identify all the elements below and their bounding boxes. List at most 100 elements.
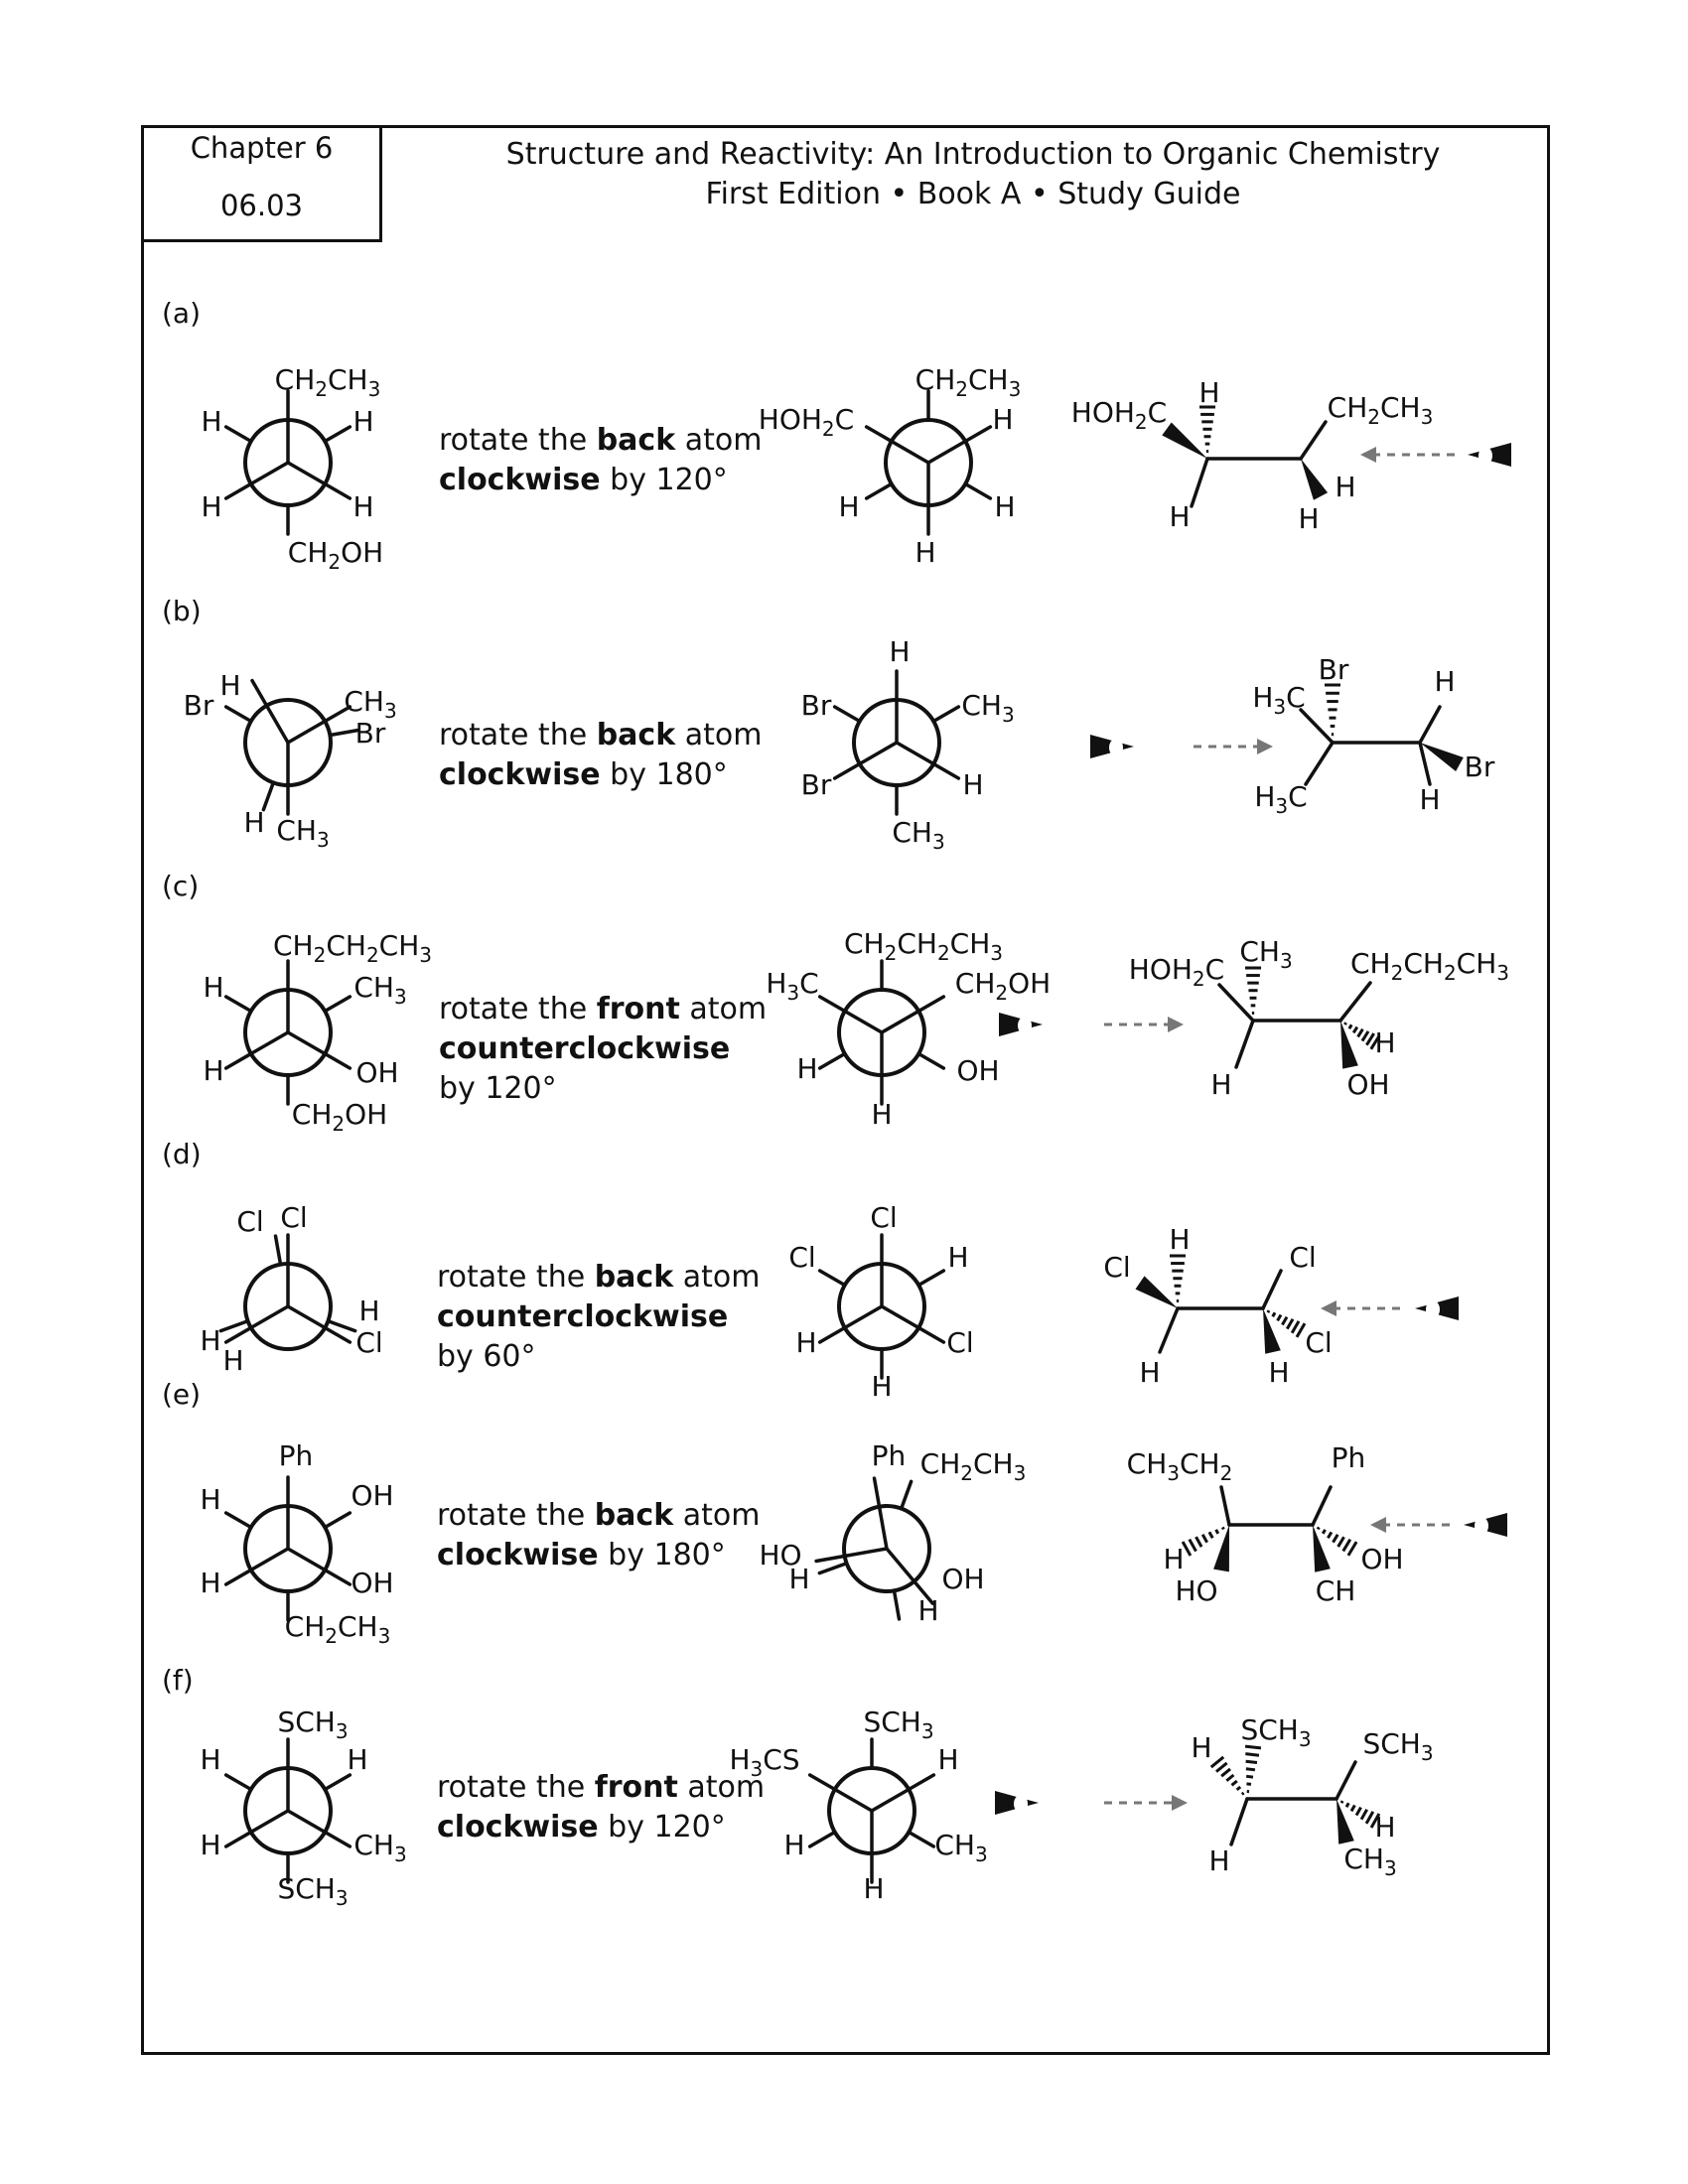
front-bond xyxy=(223,1304,290,1344)
front-bond xyxy=(223,1547,290,1586)
atom-label: H xyxy=(783,1829,804,1861)
front-bond xyxy=(286,1304,352,1344)
atom-label: H3C xyxy=(766,967,818,1005)
atom-label: H xyxy=(219,669,240,702)
arrow-head xyxy=(1257,739,1273,754)
wedge-bond xyxy=(1420,743,1464,772)
eye-icon xyxy=(1468,443,1511,467)
atom-label: H xyxy=(1434,665,1455,698)
front-bond xyxy=(250,678,290,745)
atom-label: Cl xyxy=(946,1326,973,1359)
atom-label: CH2CH3 xyxy=(285,1610,391,1648)
front-bond xyxy=(864,425,930,465)
instruction-line-2: clockwise by 180° xyxy=(437,1538,726,1572)
atom-label: Br xyxy=(355,717,386,750)
atom-label: H xyxy=(914,536,935,569)
back-bond xyxy=(963,481,993,500)
back-bond xyxy=(832,705,862,724)
atom-label: Cl xyxy=(788,1241,815,1274)
instruction-line-1: rotate the front atom xyxy=(437,1770,765,1805)
wedge-bond xyxy=(1301,459,1329,500)
hash-bond xyxy=(1325,683,1340,737)
atom-label: H xyxy=(201,490,221,523)
hash-bond xyxy=(1244,1744,1262,1794)
chapter-label: Chapter 6 xyxy=(190,131,334,165)
atom-label: H xyxy=(1374,1811,1395,1843)
eye-icon xyxy=(999,1013,1043,1036)
atom-label: H xyxy=(1208,1844,1229,1877)
hash-bond xyxy=(1181,1526,1225,1557)
atom-label: H xyxy=(1169,500,1190,533)
instruction-line-2: counterclockwise xyxy=(439,1031,730,1066)
atom-label: HOH2C xyxy=(1129,953,1224,991)
back-bond xyxy=(223,995,253,1014)
atom-label: H xyxy=(1210,1068,1231,1101)
wedge-bond xyxy=(1313,1525,1331,1572)
atom-label: H xyxy=(889,635,910,668)
atom-label: Cl xyxy=(280,1201,307,1234)
wedge-bond xyxy=(1336,1799,1354,1844)
front-bond xyxy=(832,741,899,780)
back-bond xyxy=(807,1830,837,1848)
atom-label: H xyxy=(352,405,373,438)
atom-label: Br xyxy=(801,689,832,722)
atom-label: H xyxy=(992,403,1013,436)
arrow-head xyxy=(1321,1300,1336,1316)
atom-label: HOH2C xyxy=(759,403,854,441)
atom-label: H xyxy=(243,806,264,839)
hash-bond xyxy=(1199,405,1215,454)
bond-line xyxy=(1299,708,1335,745)
atom-label: SCH3 xyxy=(1362,1727,1433,1765)
atom-label: SCH3 xyxy=(277,1706,348,1743)
atom-label: OH xyxy=(351,1567,393,1599)
atom-label: HO xyxy=(759,1539,801,1571)
newman-circle xyxy=(842,1504,931,1593)
bond-line xyxy=(1335,1760,1357,1801)
atom-label: Cl xyxy=(1103,1251,1130,1284)
atom-label: CH3 xyxy=(892,816,944,854)
bond-line xyxy=(1158,1306,1180,1354)
atom-label: CH3 xyxy=(353,971,406,1009)
wedge-bond xyxy=(1263,1308,1281,1354)
atom-label: HO xyxy=(1175,1574,1217,1607)
instruction-line-2: counterclockwise xyxy=(437,1299,728,1334)
atom-label: H xyxy=(203,971,223,1004)
back-bond xyxy=(323,995,352,1014)
atom-label: CH3 xyxy=(1343,1843,1396,1880)
atom-label: H3C xyxy=(1254,780,1307,818)
atom-label: CH2OH xyxy=(292,1098,387,1136)
atom-label: H xyxy=(917,1594,938,1627)
problem-label: (c) xyxy=(162,870,199,902)
atom-label: Ph xyxy=(279,1439,314,1472)
problem-label: (e) xyxy=(162,1378,201,1411)
atom-label: H xyxy=(1169,1223,1190,1256)
instruction-line-1: rotate the back atom xyxy=(439,718,762,752)
atom-label: Cl xyxy=(1305,1326,1332,1359)
arrow-head xyxy=(1360,447,1376,463)
front-bond xyxy=(895,741,961,780)
atom-label: Br xyxy=(1319,653,1349,686)
front-bond xyxy=(880,995,946,1034)
atom-label: H xyxy=(222,1344,243,1377)
atom-label: H xyxy=(352,490,373,523)
atom-label: Cl xyxy=(355,1326,382,1359)
instruction-line-1: rotate the back atom xyxy=(437,1498,760,1533)
atom-label: H xyxy=(1335,471,1355,503)
hash-bond xyxy=(1339,1800,1381,1829)
instruction-line-2: clockwise by 120° xyxy=(437,1810,726,1844)
bond-line xyxy=(1217,983,1255,1023)
atom-label: H xyxy=(795,1326,816,1359)
back-bond xyxy=(223,1511,253,1530)
atom-label: H3CS xyxy=(729,1743,799,1781)
hash-bond xyxy=(1266,1309,1307,1338)
problem-label: (b) xyxy=(162,595,202,627)
atom-label: CH xyxy=(1316,1574,1356,1607)
book-title: Structure and Reactivity: An Introductio… xyxy=(505,137,1441,172)
atom-label: H xyxy=(838,490,859,523)
atom-label: H xyxy=(200,1483,220,1516)
front-bond xyxy=(223,461,290,500)
chapter-box xyxy=(141,125,382,242)
atom-label: H xyxy=(347,1743,367,1776)
wedge-bond xyxy=(1213,1525,1229,1572)
